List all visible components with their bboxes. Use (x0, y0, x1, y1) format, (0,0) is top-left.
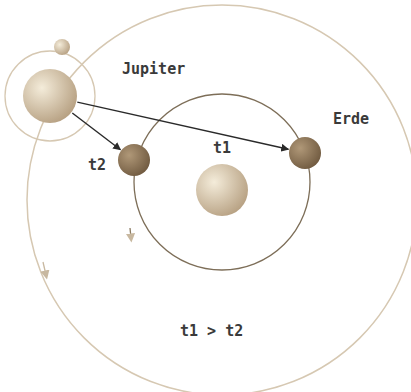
orbit-arrow (43, 262, 46, 275)
jupiter-sphere (23, 69, 77, 123)
comparison-label: t1 > t2 (180, 322, 243, 340)
sun (196, 164, 248, 216)
moon (54, 39, 70, 55)
earth-sphere (289, 137, 321, 169)
orbit-arrow (130, 228, 131, 238)
moon-orbit (5, 51, 95, 141)
earth-sphere (118, 144, 150, 176)
light-path-arrow (77, 102, 288, 149)
time-label: t1 (213, 139, 231, 157)
jupiter-orbit (27, 5, 411, 392)
light-path-arrow (72, 113, 120, 150)
node-label: t2 (88, 156, 106, 174)
node-label: Erde (333, 110, 369, 128)
node-label: Jupiter (122, 60, 185, 78)
